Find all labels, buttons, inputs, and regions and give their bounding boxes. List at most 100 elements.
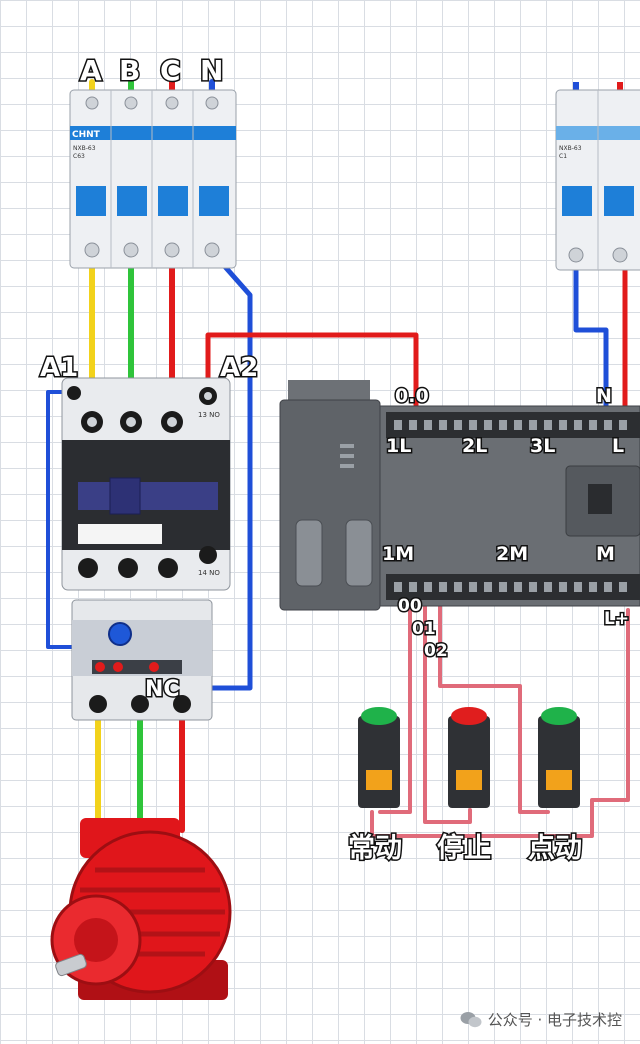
screw-icon — [84, 242, 100, 258]
plc-breaker-toggle-1[interactable] — [562, 186, 592, 216]
plc-label-lplus: L+ — [604, 609, 629, 629]
plc-terminal-screw — [544, 420, 552, 430]
plc-terminal-screw — [619, 420, 627, 430]
button-stop[interactable] — [448, 707, 490, 808]
screw-icon — [124, 96, 138, 110]
plc-terminal-screw — [469, 582, 477, 592]
plc-terminal-screw — [394, 420, 402, 430]
plc-terminal-screw — [589, 582, 597, 592]
plc-terminal-screw — [439, 420, 447, 430]
phase-label-c: C — [160, 54, 181, 87]
terminal-icon — [118, 558, 138, 578]
contactor[interactable]: 13 NO 14 NO — [61, 377, 231, 591]
screw-icon — [123, 242, 139, 258]
terminal-icon — [78, 558, 98, 578]
plc-terminal-screw — [574, 582, 582, 592]
breaker-toggle-b[interactable] — [117, 186, 147, 216]
terminal-icon — [89, 695, 107, 713]
wire-n-to-nc — [182, 249, 253, 691]
jog-button-cap[interactable] — [541, 707, 577, 725]
adjust-dial-icon[interactable] — [108, 622, 132, 646]
wire-right-breaker-to-n — [573, 252, 609, 413]
button-jog-label: 点动 — [528, 833, 582, 864]
plc-terminal-screw — [469, 420, 477, 430]
button-run[interactable] — [358, 707, 400, 808]
plc-unit[interactable] — [279, 380, 640, 611]
watermark: 公众号 · 电子技术控 — [460, 1009, 622, 1030]
main-breaker[interactable]: CHNT NXB-63 C63 — [69, 89, 237, 269]
breaker-model: NXB-63 — [73, 145, 96, 152]
wire-in01-to-btn2 — [423, 594, 472, 824]
breaker-toggle-n[interactable] — [199, 186, 229, 216]
plc-input-00: 00 — [398, 596, 422, 616]
plc-terminal-screw — [439, 582, 447, 592]
screw-icon — [612, 247, 628, 263]
plc-terminal-screw — [604, 582, 612, 592]
plc-terminal-screw — [604, 420, 612, 430]
serial-port-icon[interactable] — [345, 519, 373, 587]
screw-icon — [164, 242, 180, 258]
plc-label-1l: 1L — [386, 435, 411, 457]
plc-label-l: L — [612, 435, 624, 457]
plc-terminal-screw — [589, 420, 597, 430]
plc-terminal-screw — [409, 420, 417, 430]
wire-lplus-to-buttons — [370, 608, 630, 838]
terminal-icon — [173, 695, 191, 713]
overload-nc-label: NC — [145, 677, 180, 702]
aux-contact-bottom-label: 14 NO — [198, 569, 220, 577]
button-run-label: 常动 — [348, 833, 402, 864]
plc-input-01: 01 — [412, 619, 436, 639]
wire-a2-to-plc-q00 — [205, 332, 419, 408]
screw-icon — [85, 96, 99, 110]
plc-breaker[interactable]: NXB-63 C1 — [555, 82, 640, 271]
screw-icon — [165, 96, 179, 110]
plc-breaker-rating: C1 — [559, 153, 567, 160]
phase-label-n: N — [200, 54, 223, 87]
button-stop-label: 停止 — [437, 832, 491, 864]
stop-button-cap[interactable] — [451, 707, 487, 725]
plc-terminal-screw — [559, 420, 567, 430]
run-button-cap[interactable] — [361, 707, 397, 725]
breaker-brand: CHNT — [72, 130, 101, 140]
coil-label-a2: A2 — [220, 353, 258, 383]
plc-terminal-screw — [529, 582, 537, 592]
screw-icon — [205, 96, 219, 110]
overload-relay[interactable] — [71, 599, 213, 721]
plc-terminal-screw — [454, 420, 462, 430]
plc-label-m: M — [596, 543, 615, 565]
plc-terminal-screw — [499, 582, 507, 592]
plc-terminal-screw — [514, 420, 522, 430]
plc-terminal-screw — [559, 582, 567, 592]
terminal-icon — [131, 695, 149, 713]
button-jog[interactable] — [538, 707, 580, 808]
plc-breaker-toggle-2[interactable] — [604, 186, 634, 216]
plc-terminal-screw — [544, 582, 552, 592]
serial-port-icon[interactable] — [295, 519, 323, 587]
terminal-icon — [158, 558, 178, 578]
wire-in00-to-btn1 — [378, 594, 412, 814]
terminal-icon — [67, 386, 81, 400]
plc-terminal-screw — [424, 582, 432, 592]
plc-terminal-screw — [529, 420, 537, 430]
wechat-logo-icon — [460, 1011, 482, 1027]
plc-input-02: 02 — [424, 641, 448, 661]
plc-label-2l: 2L — [462, 435, 487, 457]
plc-terminal-screw — [454, 582, 462, 592]
phase-label-b: B — [119, 54, 140, 87]
plc-terminal-screw — [424, 420, 432, 430]
plc-label-3l: 3L — [530, 435, 555, 457]
plc-terminal-screw — [514, 582, 522, 592]
plc-terminal-screw — [409, 582, 417, 592]
plc-label-1m: 1M — [382, 543, 414, 565]
wire-in02-to-btn3 — [438, 594, 550, 814]
plc-label-n: N — [596, 385, 612, 407]
aux-contact-label: 13 NO — [198, 411, 220, 419]
breaker-toggle-a[interactable] — [76, 186, 106, 216]
plc-terminal-screw — [574, 420, 582, 430]
watermark-text: 公众号 · 电子技术控 — [487, 1011, 622, 1029]
screw-icon — [568, 247, 584, 263]
plc-terminal-screw — [619, 582, 627, 592]
breaker-toggle-c[interactable] — [158, 186, 188, 216]
plc-breaker-model: NXB-63 — [559, 145, 582, 152]
